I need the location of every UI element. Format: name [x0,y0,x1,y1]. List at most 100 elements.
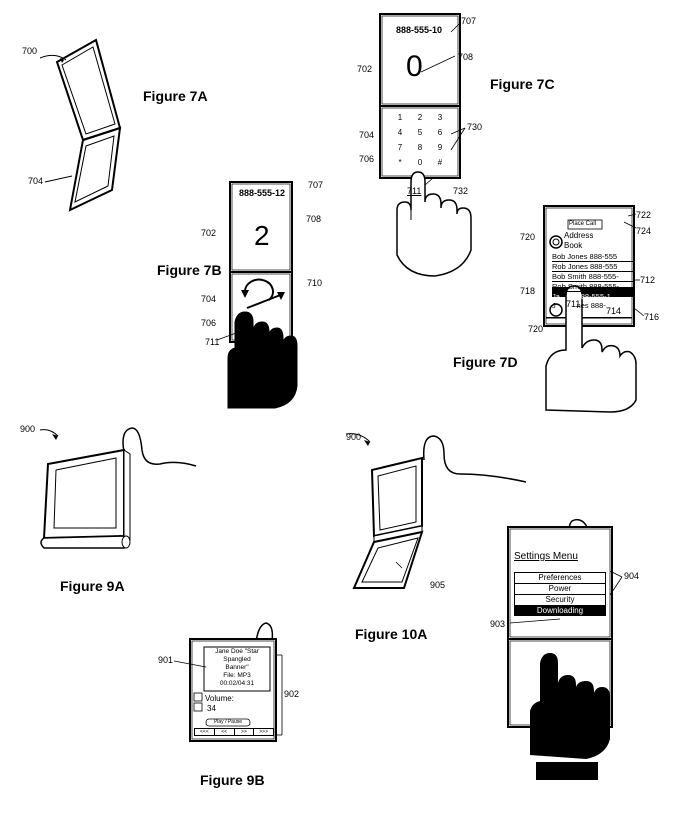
ref-708: 708 [458,52,474,62]
place-call-button[interactable]: Place Call [569,221,597,227]
list-item[interactable]: Bob Jones 888-555 [552,252,634,262]
caption-figure-7d: Figure 7D [453,354,518,370]
ref-707: 707 [461,16,477,26]
skip-forward-button[interactable]: >>> [254,728,274,736]
key-1[interactable]: 1 [397,113,403,122]
settings-item-downloading[interactable]: Downloading [514,606,606,616]
key-0[interactable]: 0 [417,158,423,167]
figure-10a: 900 905 [340,430,530,610]
folding-device-7a-drawing [39,38,122,212]
ref-704: 704 [359,130,375,140]
key-4[interactable]: 4 [397,128,403,137]
key-star[interactable]: * [398,158,402,167]
ref-704: 704 [28,176,44,186]
settings-item-preferences[interactable]: Preferences [514,572,606,583]
rewind-button[interactable]: << [214,728,235,736]
caption-figure-9a: Figure 9A [60,578,125,594]
ref-900: 900 [346,432,362,442]
list-item[interactable]: J nes 888- [552,301,606,310]
ref-712: 712 [640,275,656,285]
settings-menu-figure: Settings Menu Preferences Power Security… [490,515,670,785]
key-5[interactable]: 5 [417,128,423,137]
settings-title: Settings Menu [514,551,578,562]
ref-708: 708 [306,214,322,224]
key-7[interactable]: 7 [397,143,403,152]
volume-value: 34 [207,704,216,713]
key-9[interactable]: 9 [437,143,443,152]
song-info-line: File: MP3 [223,672,251,679]
list-item[interactable]: Bob Smith 888-555- [552,272,634,282]
play-pause-button[interactable]: Play / Pause [213,719,243,725]
ref-902: 902 [284,689,300,699]
ref-710: 710 [307,278,323,288]
figure-7d: Place Call Address Book Bob Jones 888-55… [510,200,690,415]
ref-714: 714 [606,306,622,316]
transport-controls: <<< << >> >>> [194,728,274,736]
ref-720: 720 [520,232,536,242]
list-item-selected[interactable]: Ja 888-555-1 [552,292,611,301]
caption-figure-7a: Figure 7A [143,88,208,104]
ref-905: 905 [430,580,446,590]
ref-700: 700 [22,46,38,56]
song-info: Jane Doe "Star Spangled Banner" File: MP… [204,648,270,688]
skip-back-button[interactable]: <<< [194,728,215,736]
volume-label: Volume: [205,694,234,703]
address-book-title-address: Address [564,231,594,240]
song-info-line: Banner" [225,664,249,671]
ref-707: 707 [308,180,324,190]
ref-901: 901 [158,655,174,665]
figure-9b: Jane Doe "Star Spangled Banner" File: MP… [150,615,310,750]
key-2[interactable]: 2 [417,113,423,122]
ref-711: 711 [205,337,220,347]
key-6[interactable]: 6 [437,128,443,137]
figure-9a: 900 [20,420,220,570]
settings-item-security[interactable]: Security [514,594,606,606]
key-hash[interactable]: # [437,158,443,167]
ref-711: 711 [407,186,422,196]
ref-702: 702 [201,228,217,238]
ref-702: 702 [357,64,373,74]
phone-keypad-7c-drawing [379,13,472,277]
song-info-line: Spangled [223,656,251,663]
ref-722: 722 [636,210,652,220]
fast-forward-button[interactable]: >> [234,728,255,736]
caption-figure-10a: Figure 10A [355,626,428,642]
ref-706: 706 [201,318,217,328]
contact-list: Bob Jones 888-555 Rob Jones 888-555 Bob … [552,252,634,310]
ref-724: 724 [636,226,652,236]
settings-item-power[interactable]: Power [514,583,606,594]
ref-730: 730 [467,122,483,132]
ref-704: 704 [201,294,217,304]
phone-number-display: 888-555-10 [396,25,443,35]
song-info-line: Jane Doe "Star [215,648,259,655]
phone-number-display: 888-555-12 [239,188,286,198]
dialed-digit: 0 [406,50,423,83]
ref-904: 904 [624,571,640,581]
caption-figure-7c: Figure 7C [490,76,555,92]
settings-list: Preferences Power Security Downloading [514,572,606,616]
ref-706: 706 [359,154,375,164]
song-info-line: 00:02/04:31 [219,680,255,687]
list-item[interactable]: Rob Smith 888-555- [552,282,634,292]
clamshell-device-10a-drawing [345,433,527,589]
ref-716: 716 [644,312,660,322]
ref-732: 732 [453,186,469,196]
key-3[interactable]: 3 [437,113,443,122]
ref-711: 711 [566,299,581,309]
dialed-digit: 2 [254,220,270,251]
keypad: 1 2 3 4 5 6 7 8 9 * 0 # [390,113,450,167]
caption-figure-9b: Figure 9B [200,772,265,788]
media-player-9b-drawing [173,622,283,742]
figure-7c: 888-555-10 0 1 2 3 4 5 6 7 8 9 * 0 # 707… [355,10,495,282]
ref-900: 900 [20,424,36,434]
tablet-device-9a-drawing [39,427,197,549]
ref-903: 903 [490,619,506,629]
figure-7a: 700 704 [0,0,200,240]
ref-720: 720 [528,324,544,334]
list-item[interactable]: Rob Jones 888-555 [552,262,634,272]
figure-7b: 888-555-12 2 707 708 702 704 706 710 711 [195,172,340,412]
address-book-7d-drawing [543,205,645,413]
phone-swipe-7b-drawing [216,181,298,409]
ref-718: 718 [520,286,536,296]
key-8[interactable]: 8 [417,143,423,152]
